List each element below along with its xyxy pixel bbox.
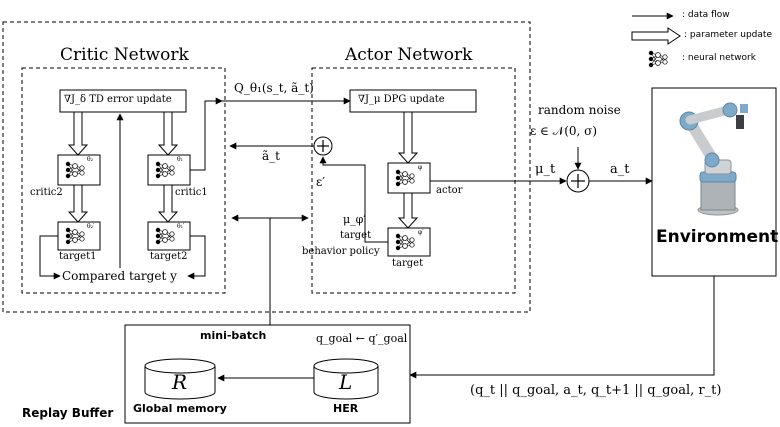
critic-network-title: Critic Network [60,45,189,65]
replay-buffer-title: Replay Buffer [22,406,114,420]
target1-label: target1 [59,251,97,262]
mini-batch-label: mini-batch [200,329,267,342]
td-update-box [59,89,187,113]
a-tilde-flow [229,142,388,243]
target2-label: target2 [150,251,188,262]
transition-tuple-label: (q_t || q_goal, a_t, q_t+1 || q_goal, r_… [470,383,722,398]
parameter-update-arrows [67,111,419,229]
actor-target-param: φ′ [418,229,424,236]
actor-target-label: target [392,258,424,269]
her-label: HER [333,402,359,415]
td-update-label: ∇J_δ TD error update [64,94,172,105]
dpg-update-label: ∇J_μ DPG update [358,94,445,105]
environment-label: Environment [656,227,779,247]
target1-param: θ₂′ [87,223,95,230]
legend-neural-network-label: : neural network [682,53,756,63]
actor-label: actor [436,185,463,196]
critic2-param: θ₂ [87,156,94,163]
transition-flow [409,276,715,379]
legend-parameter-update-label: : parameter update [684,30,772,40]
legend-parameter-update-arrow [631,27,681,45]
a-t-label: a_t [610,162,630,177]
legend-neural-network-icon [648,50,668,68]
critic-network-box [21,67,226,294]
robot-arm-image [679,102,748,216]
random-noise-label: random noise [538,103,621,117]
action-flow [430,147,653,185]
global-memory-symbol: R [172,370,188,394]
outer-system-box [2,21,531,313]
goal-update-label: q_goal ← q′_goal [316,332,408,345]
actor-param: φ [418,164,423,171]
mu-t-label: μ_t [535,162,556,177]
q-theta-label: Q_θ₁(s_t, ã_t) [234,81,314,95]
mu-phi-prime-label: μ_φ′ [343,213,366,226]
critic2-label: critic2 [30,187,63,198]
legend-data-flow-label: : data flow [682,10,730,20]
target2-param: θ₁′ [177,223,185,230]
compared-target-lines [39,113,206,280]
behavior-policy-label: behavior policy [302,246,380,257]
noise-distribution-label: ε ∈ 𝒩(0, σ) [530,124,598,138]
a-tilde-label: ã_t [262,149,280,163]
behavior-target-label: target [340,230,372,241]
her-symbol: L [339,370,353,394]
q-value-flow [190,97,351,171]
critic1-label: critic1 [175,187,208,198]
global-memory-cylinder [144,358,216,400]
global-memory-label: Global memory [133,402,227,415]
critic1-param: θ₁ [177,156,184,163]
her-cylinder [313,358,379,400]
epsilon-prime-label: ε′ [316,175,325,189]
compared-target-label: Compared target y [62,269,177,283]
actor-network-title: Actor Network [345,45,473,65]
